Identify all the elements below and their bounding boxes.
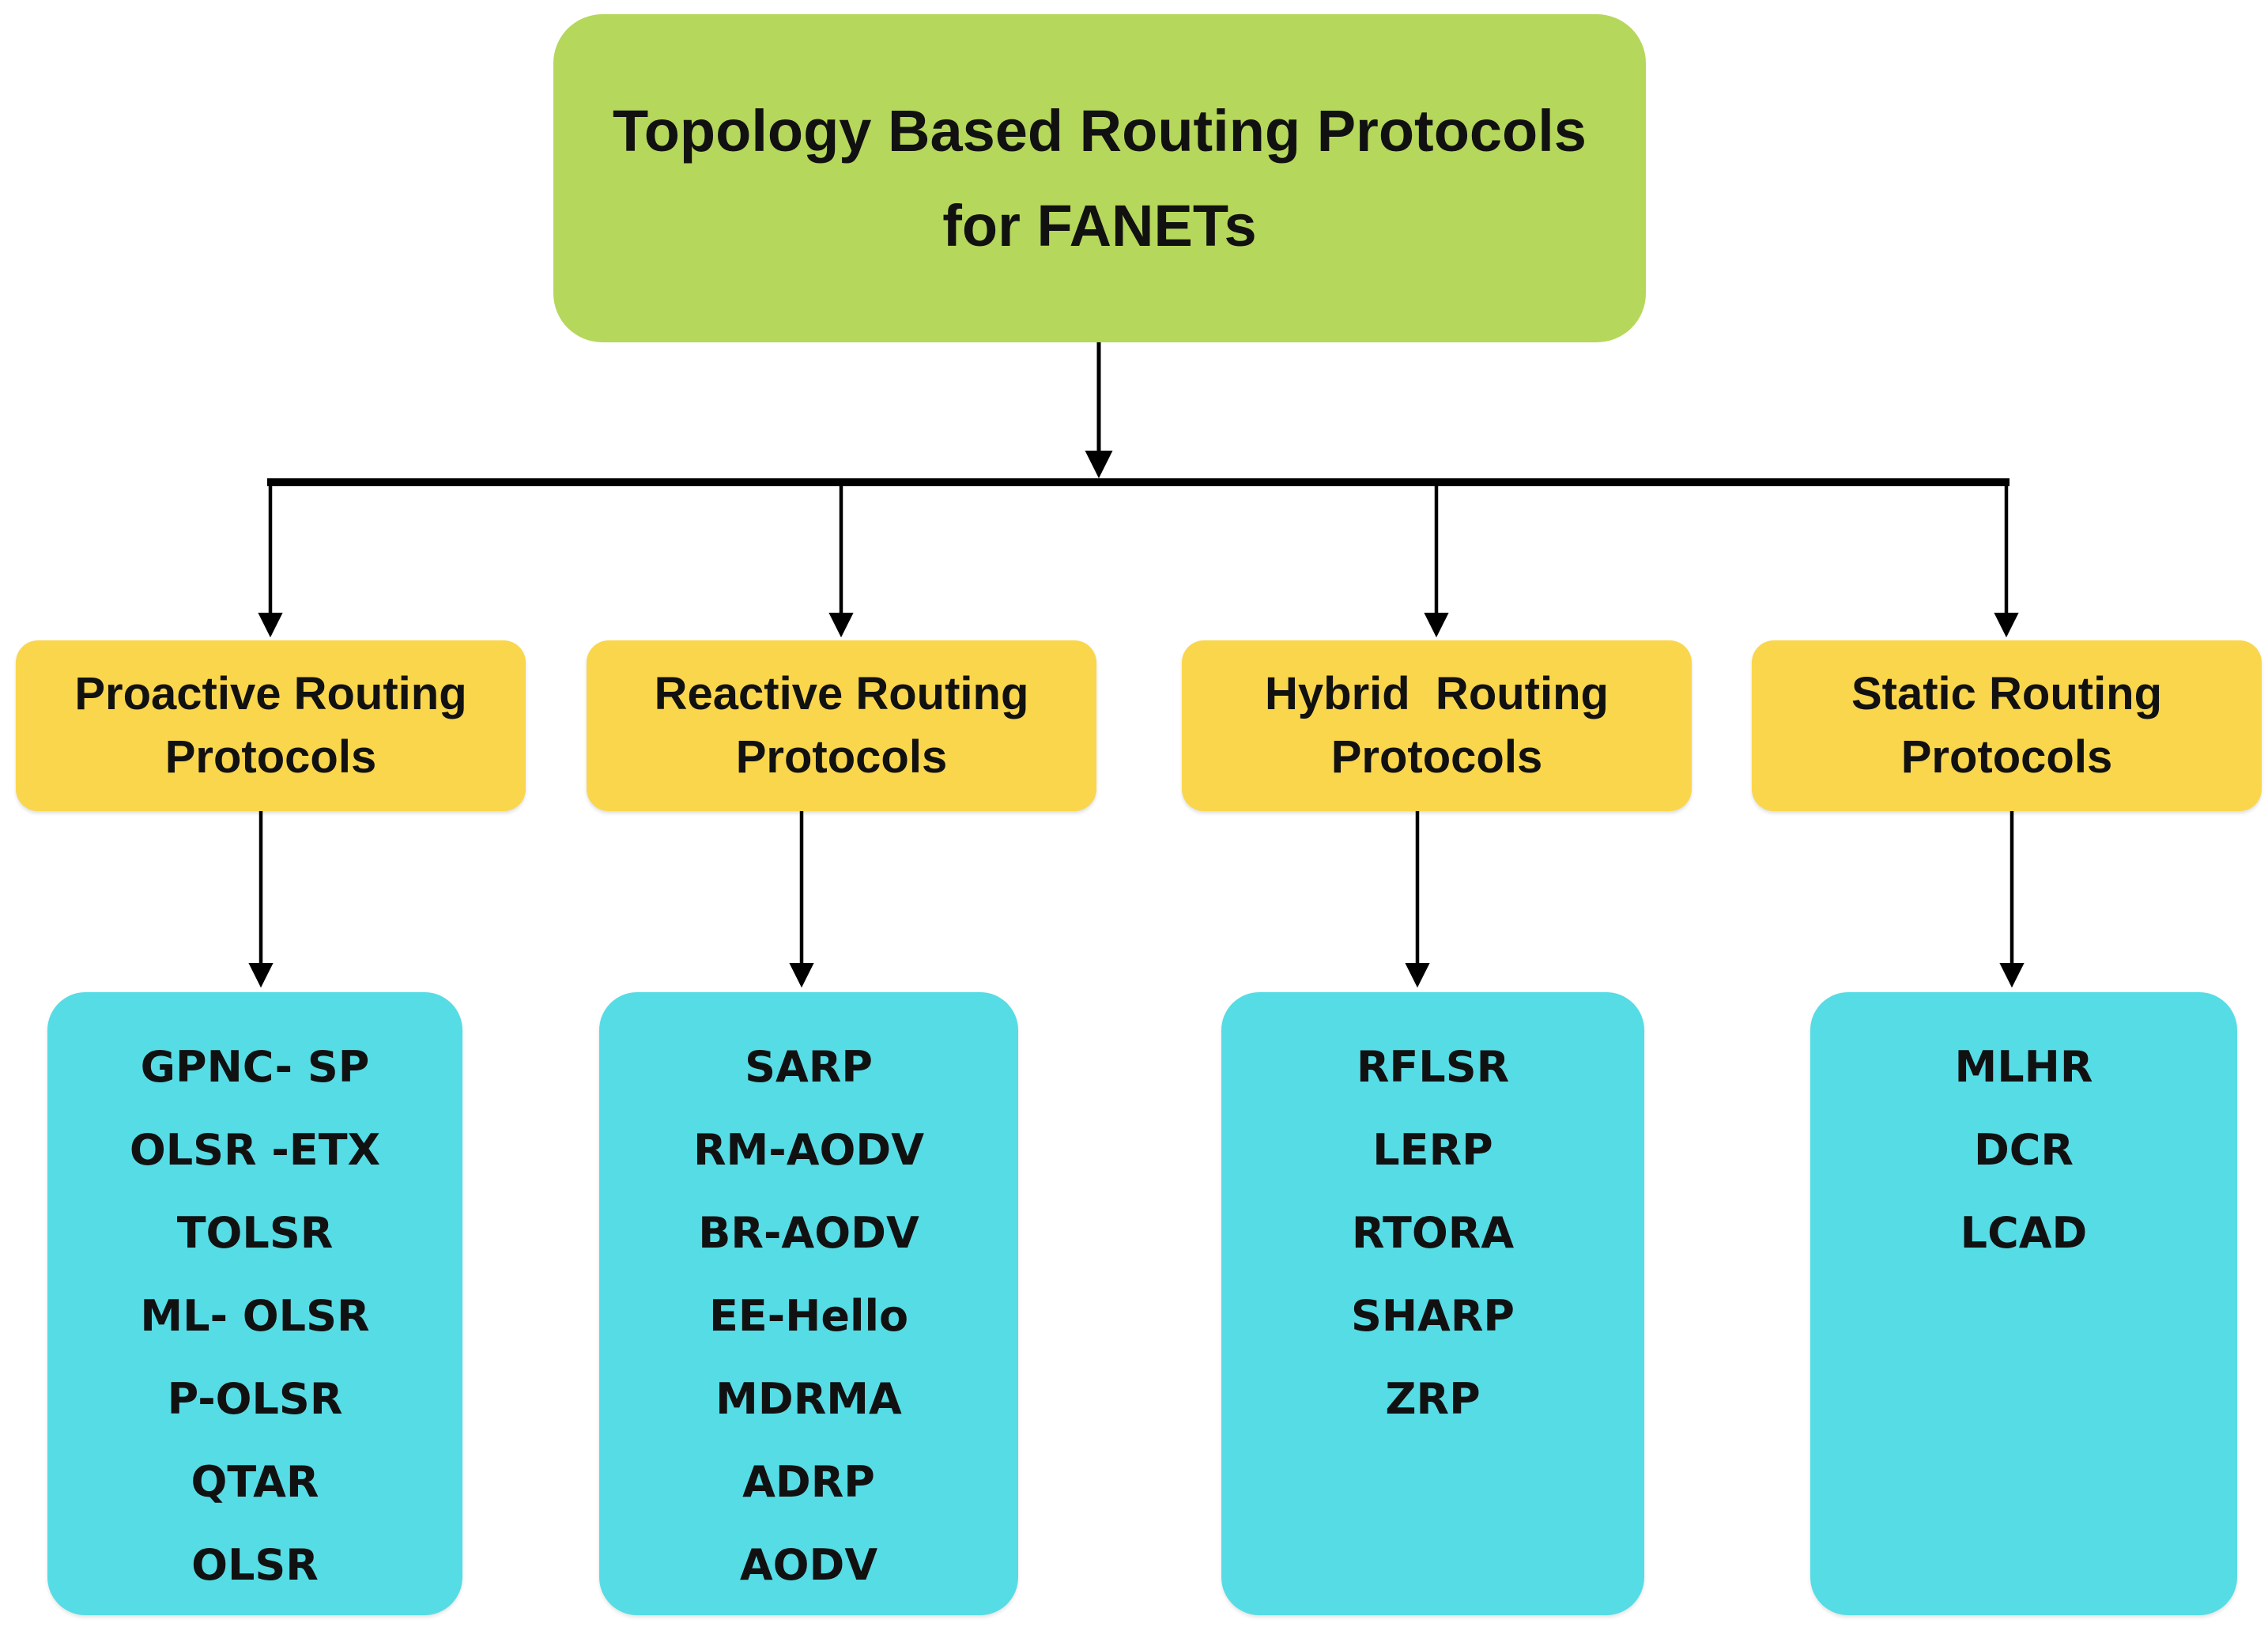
protocol-item: OLSR [191, 1540, 319, 1590]
category-node-static: Static Routing Protocols [1752, 640, 2262, 811]
protocol-list-proactive: GPNC- SP OLSR -ETX TOLSR ML- OLSR P-OLSR… [47, 992, 462, 1615]
root-title-line1: Topology Based Routing Protocols [613, 97, 1587, 164]
category-label-line1: Reactive Routing [654, 667, 1029, 719]
protocol-item: RFLSR [1356, 1042, 1510, 1092]
protocol-item: LCAD [1960, 1208, 2088, 1258]
protocol-item: TOLSR [176, 1208, 334, 1258]
category-node-hybrid: Hybrid Routing Protocols [1182, 640, 1692, 811]
category-node-reactive: Reactive Routing Protocols [587, 640, 1096, 811]
category-label-line1: Proactive Routing [74, 667, 467, 719]
category-label-line2: Protocols [164, 731, 377, 783]
root-title-line2: for FANETs [942, 192, 1257, 259]
protocol-list-static: MLHR DCR LCAD [1810, 992, 2237, 1615]
protocol-item: MDRMA [715, 1374, 902, 1424]
protocol-item: P-OLSR [167, 1374, 343, 1424]
category-label-line2: Protocols [735, 731, 948, 783]
protocol-item: EE-Hello [708, 1291, 909, 1341]
root-node: Topology Based Routing Protocols for FAN… [553, 14, 1646, 342]
category-label-line2: Protocols [1900, 731, 2113, 783]
protocol-item: ZRP [1385, 1374, 1481, 1424]
category-label-line1: Static Routing [1851, 667, 2163, 719]
protocol-item: LERP [1372, 1125, 1493, 1175]
protocol-item: RM-AODV [692, 1125, 925, 1175]
protocol-item: AODV [739, 1540, 878, 1590]
category-label-line2: Protocols [1330, 731, 1543, 783]
category-node-proactive: Proactive Routing Protocols [16, 640, 526, 811]
protocol-item: ML- OLSR [140, 1291, 370, 1341]
protocol-item: MLHR [1954, 1042, 2093, 1092]
category-label-line1: Hybrid Routing [1265, 667, 1609, 719]
protocol-list-reactive: SARP RM-AODV BR-AODV EE-Hello MDRMA ADRP… [599, 992, 1018, 1615]
protocol-item: ADRP [742, 1457, 875, 1507]
protocol-item: GPNC- SP [140, 1042, 370, 1092]
protocol-item: DCR [1973, 1125, 2074, 1175]
protocol-item: SHARP [1350, 1291, 1515, 1341]
protocol-item: SARP [745, 1042, 873, 1092]
protocol-item: OLSR -ETX [129, 1125, 381, 1175]
protocol-item: BR-AODV [698, 1208, 919, 1258]
protocol-item: QTAR [191, 1457, 319, 1507]
protocol-list-hybrid: RFLSR LERP RTORA SHARP ZRP [1221, 992, 1644, 1615]
protocol-item: RTORA [1351, 1208, 1515, 1258]
